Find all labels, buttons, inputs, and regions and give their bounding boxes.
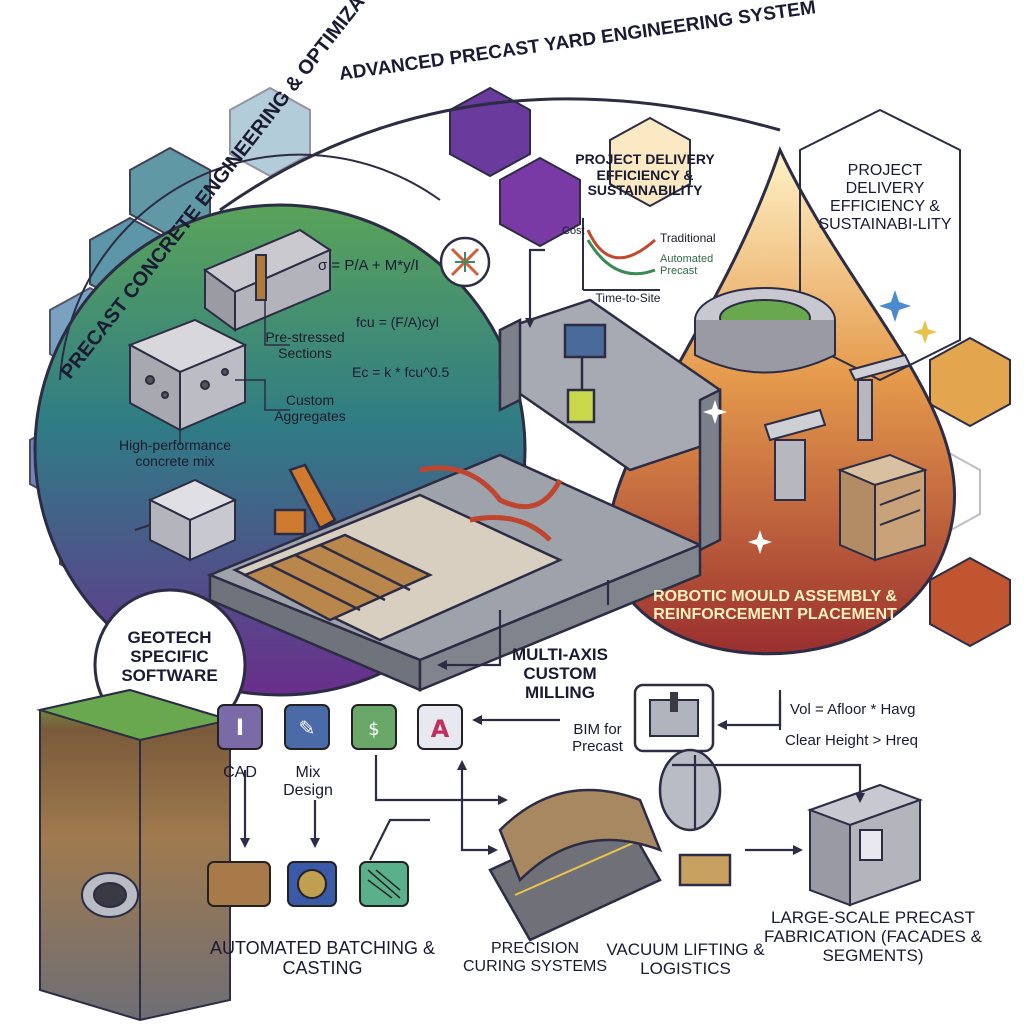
flow-arrows — [243, 248, 862, 861]
sparkle-icon — [703, 290, 937, 554]
prestressed-section-illustration — [202, 228, 333, 332]
batching-tile-icon[interactable] — [207, 861, 271, 907]
stress-formula: σ = P/A + M*y/I — [318, 257, 419, 274]
aggregate-cube-illustration — [127, 318, 248, 432]
software-toolbar: I ✎ $ A — [217, 704, 463, 750]
fabrication-label: LARGE-SCALE PRECAST FABRICATION (FACADES… — [764, 908, 982, 966]
legend-traditional: Traditional — [660, 231, 716, 245]
cad-glyph: I — [236, 716, 244, 741]
legend-automated: Automated Precast — [660, 253, 714, 278]
right-panel-title: PROJECT DELIVERY EFFICIENCY & SUSTAINABI… — [818, 162, 952, 233]
batching-label: AUTOMATED BATCHING & CASTING — [209, 938, 436, 979]
geotech-label: GEOTECH SPECIFIC SOFTWARE — [121, 628, 218, 686]
database-glyph: $ — [368, 719, 379, 740]
series-traditional-line — [586, 229, 656, 260]
bim-tool-icon[interactable] — [417, 704, 463, 750]
pencil-glyph: ✎ — [299, 716, 316, 740]
fabrication-machine-illustration — [807, 783, 923, 907]
vacuum-label: VACUUM LIFTING & LOGISTICS — [606, 940, 765, 979]
expand-arrows-icon — [439, 236, 491, 288]
mix-label: High-performance concrete mix — [118, 437, 232, 469]
bim-label: BIM for Precast — [572, 721, 623, 755]
vol-formula: Vol = Afloor * Havg — [790, 701, 916, 718]
curing-label: PRECISION CURING SYSTEMS — [462, 940, 607, 975]
gantry-machine-illustration — [206, 298, 722, 692]
aggregates-label: Custom Aggregates — [274, 392, 346, 424]
fcu-formula: fcu = (F/A)cyl — [356, 314, 439, 330]
clear-height-formula: Clear Height > Hreq — [785, 732, 918, 749]
robotic-label: ROBOTIC MOULD ASSEMBLY & REINFORCEMENT P… — [653, 588, 897, 623]
mix-block-illustration — [134, 478, 238, 562]
left-callout-lines — [179, 300, 290, 445]
arrowheads — [240, 318, 865, 855]
mix-design-tool-icon[interactable] — [284, 704, 330, 750]
page-title: ADVANCED PRECAST YARD ENGINEERING SYSTEM — [338, 0, 817, 85]
apartment-building-illustration — [837, 453, 928, 562]
milling-label: MULTI-AXIS CUSTOM MILLING — [511, 645, 608, 703]
bim-glyph: A — [431, 715, 450, 743]
delivery-chart-title: PROJECT DELIVERY EFFICIENCY & SUSTAINABI… — [575, 151, 715, 199]
tunnel-segment-illustration — [488, 748, 732, 942]
delivery-chart-ylabel: Cost — [562, 225, 585, 237]
cad-label: CAD — [223, 764, 257, 781]
delivery-chart-xlabel: Time-to-Site — [595, 291, 661, 305]
engineering-arc — [59, 153, 441, 381]
ec-formula: Ec = k * fcu^0.5 — [352, 364, 450, 380]
series-automated-line — [586, 239, 656, 276]
mix-design-label: Mix Design — [283, 764, 333, 799]
prestressed-label: Pre-stressed Sections — [265, 329, 345, 361]
stadium-illustration — [694, 287, 836, 374]
delivery-chart — [582, 218, 660, 291]
title-arc — [219, 97, 781, 212]
cnc-machine-icon — [633, 683, 715, 753]
soil-cutaway-illustration — [36, 688, 234, 1022]
bridge-pier-illustration — [763, 353, 912, 501]
cad-tool-icon[interactable] — [217, 704, 263, 750]
process-tiles — [207, 861, 409, 907]
cost-database-tool-icon[interactable] — [351, 704, 397, 750]
